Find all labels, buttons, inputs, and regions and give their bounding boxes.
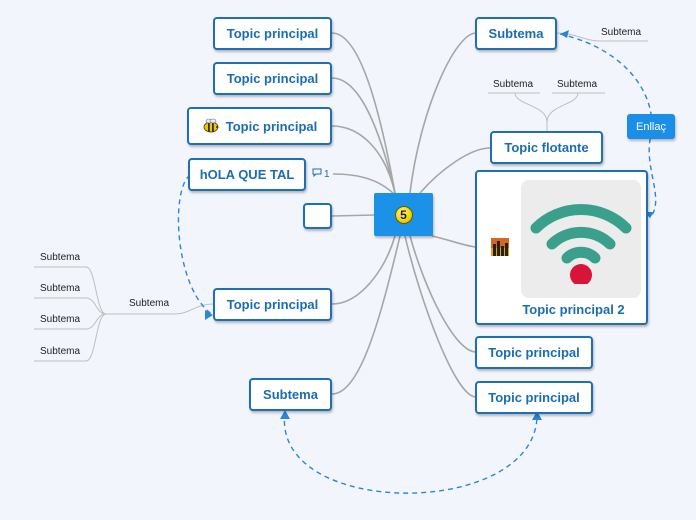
topic-label: Subtema — [488, 26, 544, 41]
left-topic-empty[interactable] — [303, 203, 332, 229]
left-topic-4[interactable]: Topic principal — [213, 288, 332, 321]
right-subtopic-child[interactable]: Subtema — [601, 27, 642, 38]
city-skyline-icon — [491, 238, 509, 256]
connector — [431, 235, 477, 248]
topic-label: Topic principal — [226, 297, 319, 312]
arrowhead — [560, 30, 569, 38]
connector — [34, 313, 107, 362]
left-topic-3[interactable]: Topic principal — [187, 107, 332, 145]
right-topic-flotante[interactable]: Topic flotante — [490, 131, 603, 164]
left-mid-subtopic[interactable]: Subtema — [129, 298, 170, 309]
right-topic-subtema[interactable]: Subtema — [475, 17, 557, 50]
right-topic-3[interactable]: Topic principal — [475, 336, 593, 369]
connector — [409, 32, 477, 194]
connector — [332, 173, 396, 196]
topic-label: Topic principal — [226, 26, 319, 41]
connector — [34, 313, 107, 330]
priority-badge: 5 — [394, 205, 413, 224]
wifi-icon — [520, 180, 641, 298]
central-topic[interactable]: 5 — [374, 193, 433, 236]
comment-indicator[interactable]: 1 — [312, 168, 330, 180]
topic-label: Topic principal — [225, 118, 318, 134]
comment-icon — [312, 168, 322, 180]
topic-label: Topic flotante — [504, 140, 589, 155]
right-topic-4[interactable]: Topic principal — [475, 381, 593, 414]
connector — [34, 297, 107, 315]
connector — [404, 235, 477, 398]
topic-label: Topic principal — [226, 71, 319, 86]
bee-icon — [202, 117, 220, 135]
connector — [331, 125, 396, 194]
topic-label: Topic principal — [488, 345, 580, 360]
connector — [419, 147, 491, 194]
left-subtopic-2[interactable]: Subtema — [40, 283, 81, 294]
comment-count: 1 — [324, 168, 330, 180]
topic-label: Topic principal — [488, 390, 580, 405]
left-topic-2[interactable]: Topic principal — [213, 62, 332, 95]
left-topic-subtema[interactable]: Subtema — [249, 378, 332, 411]
relationship-line — [177, 174, 214, 316]
arrowhead — [205, 310, 213, 320]
topic-label: Topic principal 2 — [522, 302, 625, 317]
connector — [331, 235, 396, 305]
flotante-subtopic-2[interactable]: Subtema — [557, 79, 598, 90]
topic-label: Subtema — [263, 387, 318, 402]
connector — [331, 77, 396, 194]
connector — [514, 92, 548, 131]
arrowhead — [532, 411, 542, 420]
left-topic-hola[interactable]: hOLA QUE TAL — [188, 158, 306, 191]
relationship-line — [283, 411, 538, 494]
arrowhead — [280, 410, 290, 419]
connector — [331, 32, 396, 194]
connector — [331, 214, 376, 217]
left-subtopic-1[interactable]: Subtema — [40, 252, 81, 263]
left-subtopic-3[interactable]: Subtema — [40, 314, 81, 325]
connector — [34, 266, 107, 315]
connector — [546, 92, 579, 123]
connector — [409, 235, 477, 353]
topic-label: hOLA QUE TAL — [199, 167, 295, 182]
left-subtopic-4[interactable]: Subtema — [40, 346, 81, 357]
connector — [331, 235, 401, 395]
left-topic-1[interactable]: Topic principal — [213, 17, 332, 50]
relationship-label[interactable]: Enllaç — [627, 114, 675, 139]
flotante-subtopic-1[interactable]: Subtema — [493, 79, 534, 90]
connector — [106, 303, 215, 315]
